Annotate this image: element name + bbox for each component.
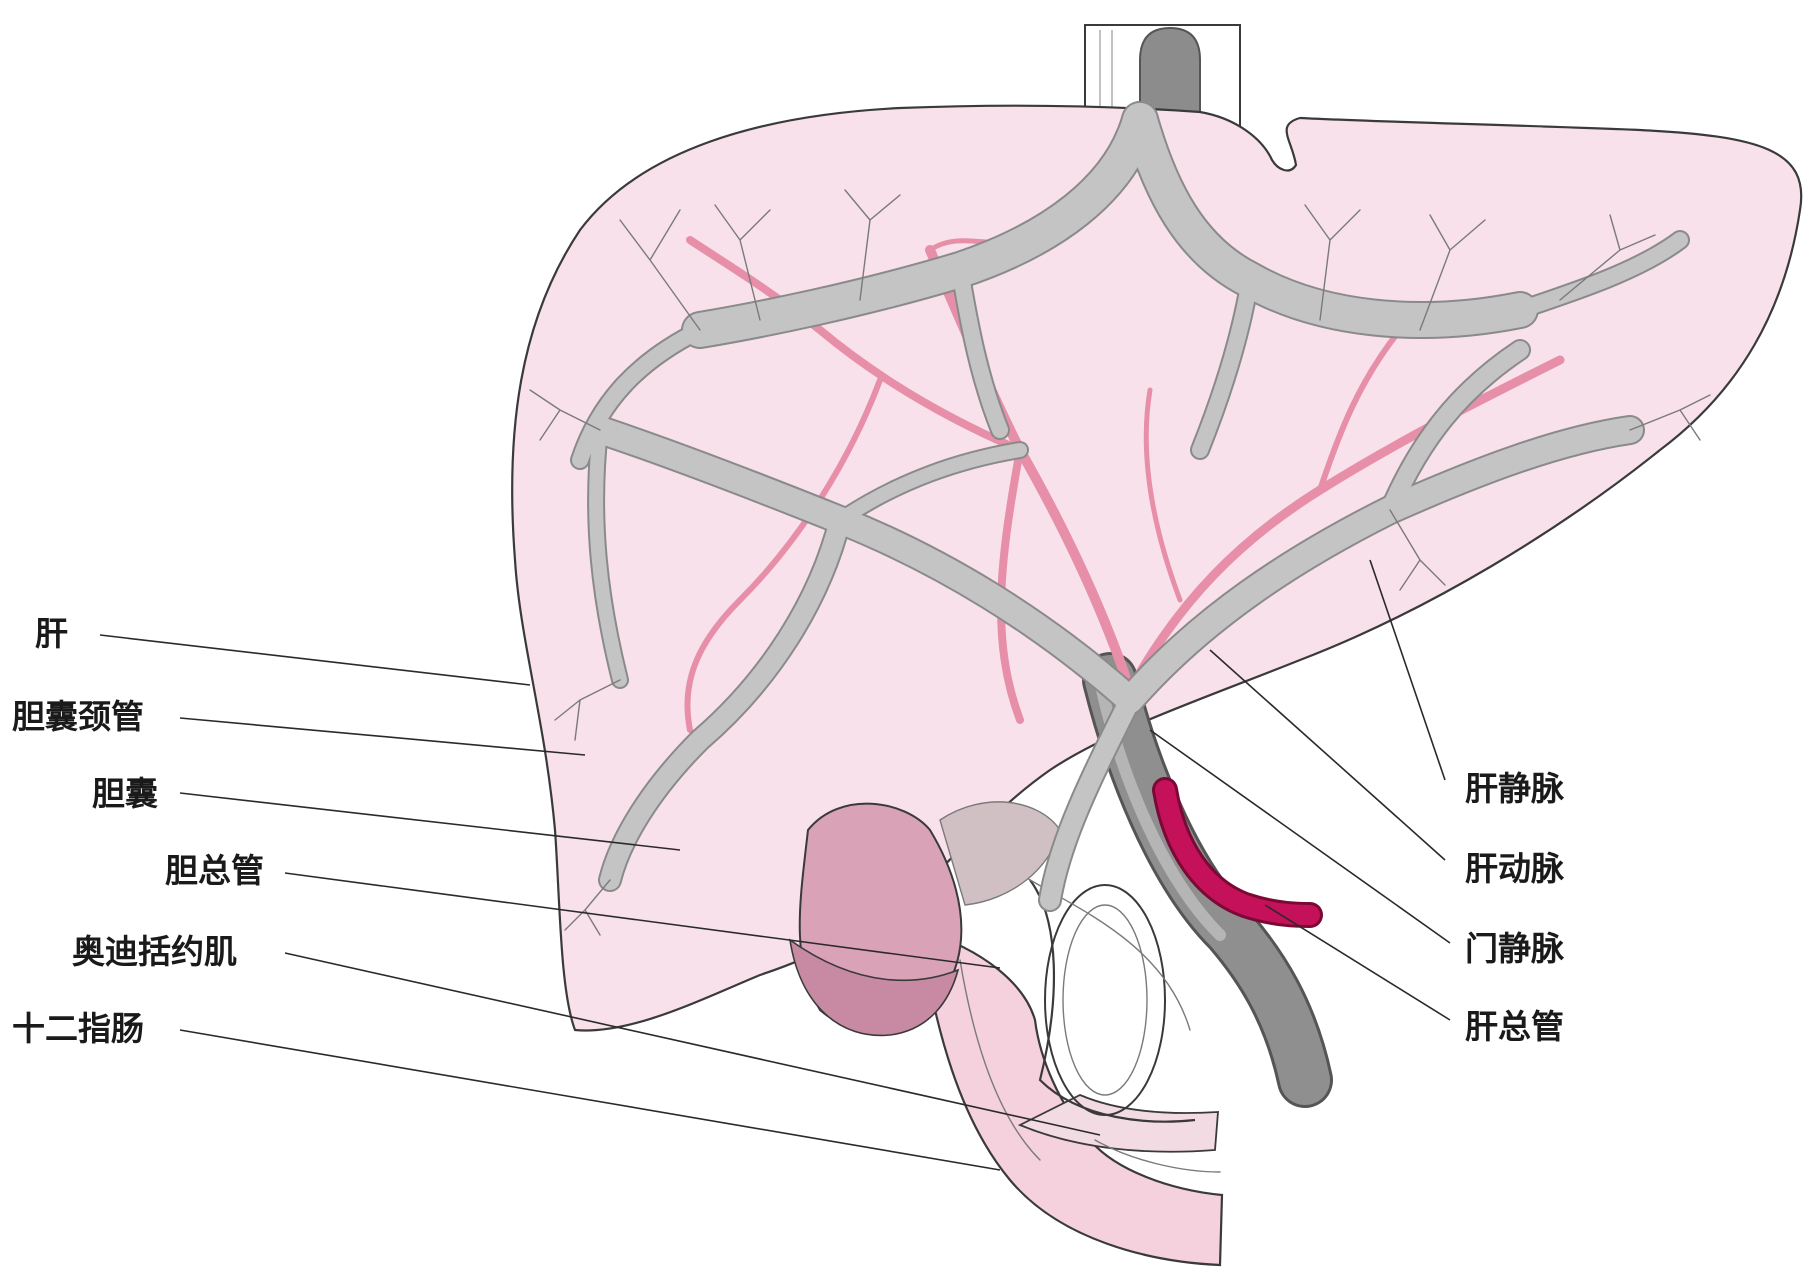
vessel-branch	[1512, 232, 1688, 318]
duodenum	[918, 928, 1224, 1267]
vessel-branch	[589, 423, 627, 687]
vessel-branch	[529, 389, 601, 441]
label-sphincter-of-oddi: 奥迪括约肌	[72, 932, 237, 971]
vessel-branch	[952, 262, 1008, 438]
vessel-branch	[1143, 387, 1183, 603]
vessel-branch	[833, 443, 1027, 527]
label-hepatic-artery: 肝动脉	[1465, 849, 1565, 888]
leader-sphincter-of-oddi	[284, 952, 1101, 1136]
gallbladder-shape	[788, 801, 1061, 1037]
vessel-branch	[564, 879, 611, 936]
leader-gallbladder	[179, 792, 681, 851]
leader-liver	[99, 634, 531, 686]
vessel-branch	[1389, 509, 1446, 591]
vessel-branch	[1317, 327, 1403, 493]
labels-left: 肝 胆囊颈管 胆囊 胆总管 奥迪括约肌 十二指肠	[12, 614, 264, 1048]
leader-portal-vein	[1149, 729, 1451, 944]
vessel-branch	[1559, 214, 1656, 301]
leader-hepatic-vein	[1369, 559, 1446, 781]
label-common-hepatic-duct: 肝总管	[1465, 1007, 1564, 1046]
leader-common-hepatic-duct	[1264, 904, 1451, 1021]
vessel-tree	[529, 101, 1711, 936]
label-hepatic-vein: 肝静脉	[1465, 769, 1565, 808]
vessel-branch	[1304, 204, 1361, 321]
vessel-branch	[1040, 690, 1140, 910]
vessel-branch	[684, 377, 883, 733]
vessel-branch	[572, 322, 708, 468]
vessel-branch	[1381, 341, 1529, 519]
leader-hepatic-artery	[1209, 649, 1446, 861]
leader-cystic-duct	[179, 717, 586, 756]
labels-right: 肝静脉 肝动脉 门静脉 肝总管	[1465, 769, 1565, 1046]
label-duodenum: 十二指肠	[12, 1009, 144, 1048]
vessel-branch	[1629, 394, 1711, 441]
leader-common-bile-duct	[284, 872, 1001, 969]
label-gallbladder: 胆囊	[92, 774, 158, 813]
vessel-branch	[714, 204, 771, 321]
common-hepatic-duct-fill	[1155, 780, 1320, 925]
label-portal-vein: 门静脉	[1465, 929, 1565, 968]
vessel-branch	[1192, 272, 1258, 458]
liver-shape	[511, 104, 1803, 1032]
vessel-branch	[600, 510, 850, 890]
leader-lines	[99, 559, 1451, 1171]
vessel-branch	[686, 236, 1024, 454]
vessel-branch	[1419, 214, 1486, 331]
label-cystic-duct: 胆囊颈管	[12, 697, 144, 736]
leader-duodenum	[179, 1029, 1001, 1171]
label-common-bile-duct: 胆总管	[165, 851, 264, 890]
label-liver: 肝	[35, 614, 68, 653]
vessel-branch	[619, 209, 701, 331]
vessel-branch	[554, 679, 621, 741]
vessel-branch	[844, 189, 901, 301]
